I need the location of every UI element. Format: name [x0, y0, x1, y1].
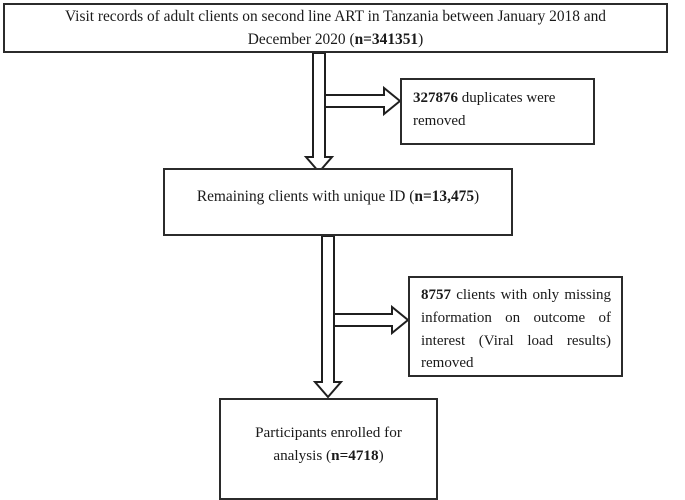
source-records-line2-suffix: )	[418, 31, 424, 48]
arrow-to-duplicates	[324, 85, 402, 117]
unique-id-suffix: )	[474, 188, 480, 205]
arrow-source-to-unique	[303, 52, 335, 174]
participants-enrolled-text: Participants enrolled for analysis (n=47…	[221, 400, 436, 468]
missing-outcome-box: 8757 clients with only missing informati…	[408, 276, 623, 377]
arrow-to-missing	[333, 304, 410, 336]
unique-id-box: Remaining clients with unique ID (n=13,4…	[163, 168, 513, 236]
participants-enrolled-box: Participants enrolled for analysis (n=47…	[219, 398, 438, 500]
missing-outcome-text: 8757 clients with only missing informati…	[410, 278, 621, 375]
participants-enrolled-line1: Participants enrolled for	[255, 424, 402, 441]
duplicates-count: 327876	[413, 90, 458, 106]
source-records-count: n=341351	[354, 31, 419, 48]
duplicates-description: duplicates were removed	[413, 90, 556, 129]
unique-id-prefix: Remaining clients with unique ID (	[196, 188, 415, 205]
participants-enrolled-line2-prefix: analysis (	[273, 446, 332, 464]
source-records-text: Visit records of adult clients on second…	[5, 5, 666, 51]
arrow-unique-to-enrolled	[312, 235, 344, 399]
participants-enrolled-count: n=4718	[331, 446, 379, 464]
duplicates-removed-text: 327876 duplicates were removed	[402, 80, 593, 132]
source-records-line1: Visit records of adult clients on second…	[64, 7, 607, 25]
participants-enrolled-line2-suffix: )	[378, 446, 384, 464]
source-records-box: Visit records of adult clients on second…	[3, 3, 668, 53]
source-records-line2-prefix: December 2020 (	[247, 31, 355, 48]
unique-id-count: n=13,475	[414, 188, 475, 205]
unique-id-text: Remaining clients with unique ID (n=13,4…	[165, 170, 511, 208]
missing-outcome-description: clients with only missing information on…	[421, 287, 611, 372]
duplicates-removed-box: 327876 duplicates were removed	[400, 78, 595, 145]
missing-outcome-count: 8757	[421, 287, 451, 303]
